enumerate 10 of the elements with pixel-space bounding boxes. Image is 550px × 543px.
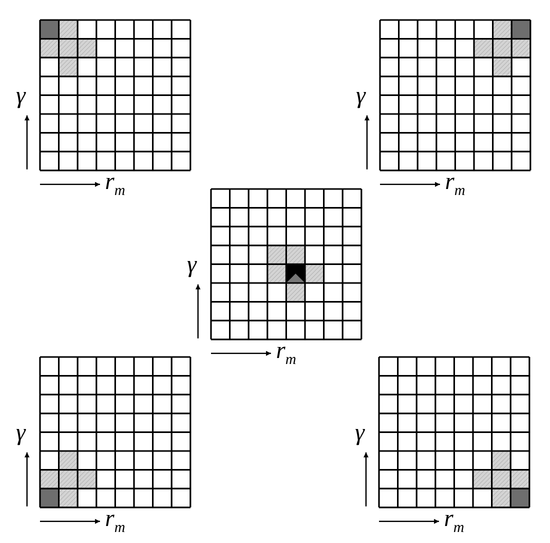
axis-label: γ [355, 421, 364, 446]
axis-label: γ [16, 421, 26, 446]
axis-label: r$_{m}$ [445, 170, 466, 200]
axis-label: r$_{m}$ [105, 170, 126, 200]
axis-label: r$_{m}$ [276, 339, 296, 368]
axis-label: γ [187, 253, 196, 278]
axis-label: r$_{m}$ [105, 507, 126, 536]
axis-label: γ [16, 84, 26, 108]
axis-label: r$_{m}$ [444, 507, 464, 536]
axis-label: γ [356, 84, 366, 108]
